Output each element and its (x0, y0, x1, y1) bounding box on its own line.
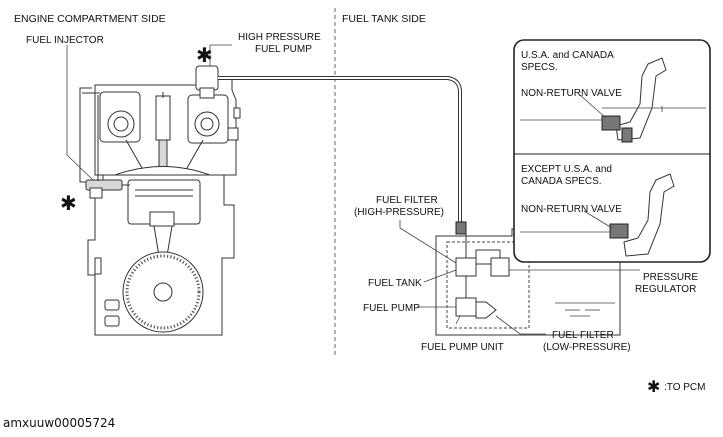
fuel-tank-label: FUEL TANK (368, 278, 422, 289)
fuel-injector-label: FUEL INJECTOR (26, 35, 104, 46)
fuel-line (218, 76, 462, 225)
inset-except-label-1: EXCEPT U.S.A. and (521, 164, 612, 175)
high-pressure-filter-label-1: FUEL FILTER (376, 195, 438, 206)
engine-illustration (87, 77, 241, 336)
fuel-pump-label: FUEL PUMP (363, 303, 420, 314)
legend-asterisk-icon: ✱ (647, 377, 660, 396)
fuel-pump-part (455, 297, 477, 317)
fuel-injector-part (85, 179, 130, 199)
low-pressure-filter-part (475, 301, 497, 319)
spec-inset: U.S.A. and CANADA SPECS. NON-RETURN VALV… (513, 39, 711, 263)
inset-except-label-2: CANADA SPECS. (521, 176, 602, 187)
pcm-asterisk-pump: ✱ (196, 43, 213, 67)
high-pressure-pump-label-2: FUEL PUMP (255, 44, 312, 55)
pressure-regulator-label-1: PRESSURE (643, 272, 698, 283)
inset-usa-label-2: SPECS. (521, 62, 558, 73)
high-pressure-pump-label-1: HIGH PRESSURE (238, 32, 321, 43)
high-pressure-filter-label-2: (HIGH-PRESSURE) (354, 207, 444, 218)
pressure-regulator-label-2: REGULATOR (635, 284, 696, 295)
inset-usa-label-1: U.S.A. and CANADA (521, 50, 614, 61)
fuel-pump-unit-label: FUEL PUMP UNIT (421, 342, 504, 353)
legend-text: :TO PCM (664, 382, 705, 393)
engine-side-header: ENGINE COMPARTMENT SIDE (14, 13, 166, 25)
tank-side-header: FUEL TANK SIDE (342, 13, 426, 25)
low-pressure-filter-label-2: (LOW-PRESSURE) (543, 342, 631, 353)
pcm-asterisk-injector: ✱ (60, 191, 77, 215)
high-pressure-pump-part (195, 65, 219, 99)
low-pressure-filter-label-1: FUEL FILTER (552, 330, 614, 341)
inset-nrv-bottom-label: NON-RETURN VALVE (521, 204, 622, 215)
figure-code: amxuuw00005724 (3, 416, 115, 430)
fuel-pump-unit-outline (446, 241, 530, 329)
inset-nrv-top-label: NON-RETURN VALVE (521, 88, 622, 99)
high-pressure-filter-part (455, 221, 467, 235)
